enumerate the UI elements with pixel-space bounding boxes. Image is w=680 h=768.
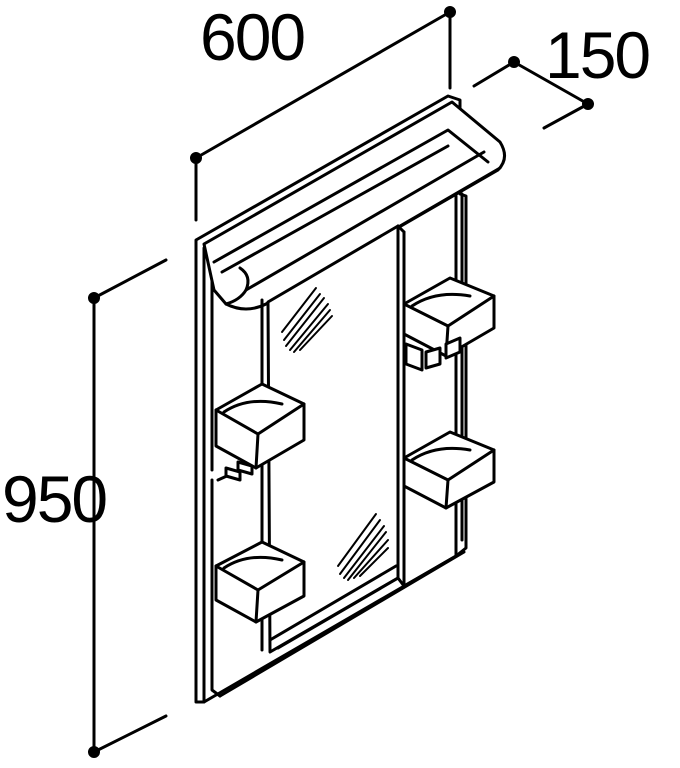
height-dimension-line <box>88 258 168 758</box>
left-upper-tray <box>214 382 306 482</box>
mirror-reflection-upper <box>281 287 333 353</box>
width-dimension-line <box>190 6 456 222</box>
right-upper-tray <box>402 276 496 372</box>
depth-dimension-label: 150 <box>545 18 651 92</box>
right-lower-tray <box>402 430 496 510</box>
left-lower-tray <box>214 540 306 624</box>
center-mirror-door <box>266 192 464 654</box>
mirror-reflection-lower <box>337 513 389 581</box>
height-dimension-label: 950 <box>2 462 108 536</box>
depth-dimension-line <box>472 56 594 130</box>
width-dimension-label: 600 <box>200 0 306 74</box>
